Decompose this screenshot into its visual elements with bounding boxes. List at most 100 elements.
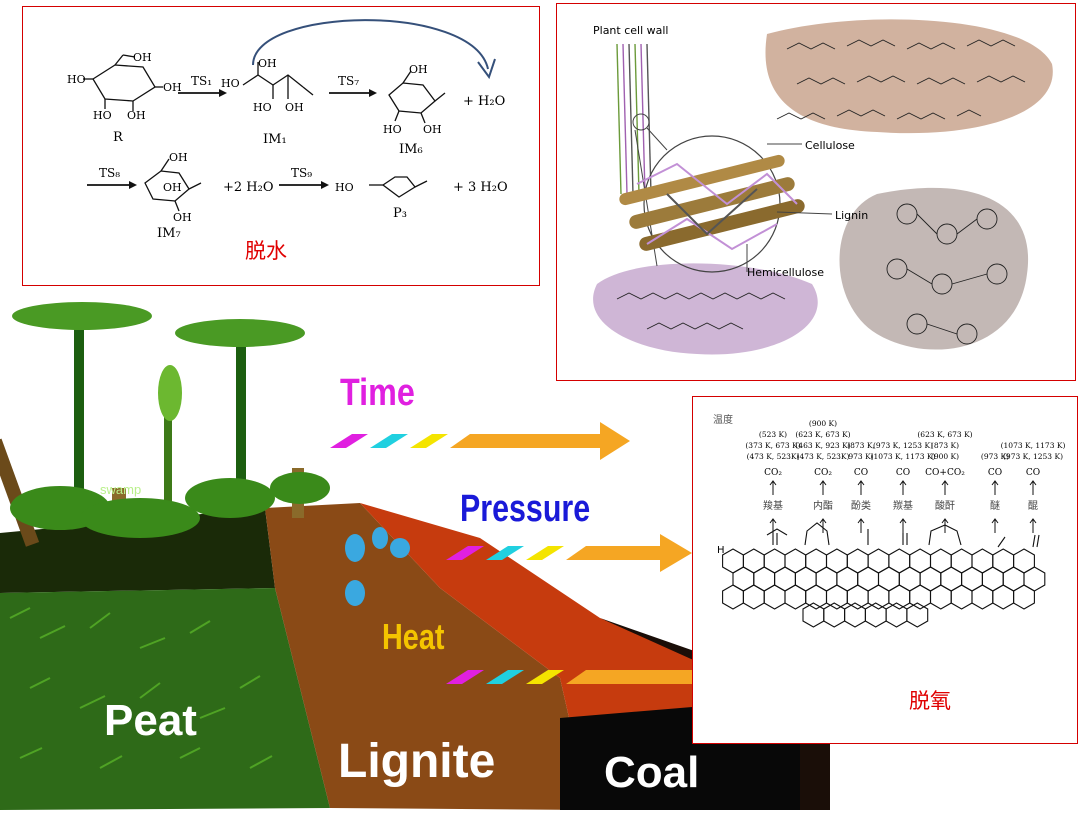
water-2: +2 H₂O xyxy=(223,180,274,195)
temperature-value: 973 K) xyxy=(848,452,873,461)
aromatic-ring xyxy=(929,584,952,610)
released-gas: CO₂ xyxy=(814,468,832,478)
lignite-layer xyxy=(265,503,590,810)
functional-group-name: 羰基 xyxy=(893,499,913,512)
temperature-value: (900 K) xyxy=(931,452,959,461)
cell-wall-diagram: Plant cell wall xyxy=(593,19,1053,355)
oxygen-groups xyxy=(766,522,1040,548)
deoxygenation-title: 脱氧 xyxy=(909,689,951,713)
aromatic-ring xyxy=(784,584,807,610)
temperature-value: (473 K, 523K) xyxy=(797,452,850,461)
p3-label: P₃ xyxy=(393,206,407,221)
im6-oh: OH xyxy=(423,123,442,136)
hmf-structure xyxy=(369,176,428,198)
cell-wall-fibers xyxy=(616,43,652,195)
group-arrow xyxy=(991,518,999,533)
ts1-label: TS₁ xyxy=(191,74,212,88)
aromatic-ring xyxy=(992,584,1015,610)
reactant-label: R xyxy=(113,130,124,145)
group-arrow xyxy=(899,518,907,533)
ts8-label: TS₈ xyxy=(99,166,120,180)
im6-ho: HO xyxy=(383,123,402,136)
r-oh-top: OH xyxy=(133,51,152,64)
temperature-label: 温度 xyxy=(713,415,733,426)
aromatic-ring xyxy=(742,584,765,610)
aromatic-ring xyxy=(950,584,973,610)
release-arrow xyxy=(1029,480,1037,495)
temperature-value: (873 K, xyxy=(847,441,875,450)
ferns xyxy=(10,472,330,538)
functional-group-name: 酸酐 xyxy=(935,499,955,512)
r-oh-right: OH xyxy=(163,81,182,94)
r-ho-left: HO xyxy=(67,73,86,86)
im7-oh-mid: OH xyxy=(163,181,182,194)
im6-oh-top: OH xyxy=(409,63,428,76)
group-arrow xyxy=(941,518,949,533)
im1-label: IM₁ xyxy=(263,132,287,147)
temperature-value: (523 K) xyxy=(759,430,787,439)
heat-arrow xyxy=(446,658,730,696)
curved-arrow xyxy=(252,19,489,70)
plant-cell-wall-label: Plant cell wall xyxy=(593,24,669,37)
temperature-value: (873 K) xyxy=(931,441,959,450)
im1-ho-left: HO xyxy=(221,77,240,90)
aromatic-ring xyxy=(885,602,908,628)
im7-oh-top: OH xyxy=(169,151,188,164)
swamp-label: swamp xyxy=(100,482,142,497)
im6-structure xyxy=(388,70,446,124)
coal-layer-top xyxy=(600,618,830,810)
temperature-value: (1073 K, 1173 K) xyxy=(871,452,936,461)
temperature-value: (973 K, 1253 K) xyxy=(873,441,933,450)
temperature-value: (623 K, 673 K) xyxy=(795,430,850,439)
released-gas: CO xyxy=(896,468,910,478)
aromatic-ring xyxy=(971,584,994,610)
peat-layer xyxy=(0,588,330,810)
functional-group-columns: (523 K)(373 K, 673 K)(473 K, 523K)CO₂羧基(… xyxy=(745,419,1065,533)
released-gas: CO xyxy=(854,468,868,478)
released-gas: CO₂ xyxy=(764,468,782,478)
cell-wall-panel: Plant cell wall xyxy=(556,3,1076,381)
r-oh-bottom: OH xyxy=(127,109,146,122)
pressure-arrow xyxy=(446,534,692,572)
hemicellulose-molecules xyxy=(616,292,786,330)
cellulose-blob xyxy=(765,19,1053,134)
im7-label: IM₇ xyxy=(157,226,181,241)
group-arrow xyxy=(1029,518,1037,533)
group-arrow xyxy=(857,518,865,533)
hemicellulose-blob xyxy=(593,263,818,355)
aromatic-ring xyxy=(906,602,929,628)
water-3: + 3 H₂O xyxy=(453,180,508,195)
im7-oh-bottom: OH xyxy=(173,211,192,224)
release-arrow xyxy=(991,480,999,495)
carbon-lattice xyxy=(722,548,1046,628)
lignin-blob xyxy=(839,187,1029,350)
cellulose-molecules xyxy=(776,39,1026,120)
deoxygenation-panel: 温度 (523 K)(373 K, 673 K)(473 K, 523K)CO₂… xyxy=(692,396,1078,744)
functional-group-name: 醌 xyxy=(1028,500,1038,512)
im6-label: IM₆ xyxy=(399,142,423,157)
zoom-origin-circle xyxy=(632,113,650,131)
aromatic-ring xyxy=(802,602,825,628)
time-arrow xyxy=(330,422,630,460)
dehydration-panel: OH OH HO HO OH R TS₁ OH HO HO OH IM₁ TS₇ xyxy=(22,6,540,286)
released-gas: CO xyxy=(1026,468,1040,478)
aromatic-ring xyxy=(823,602,846,628)
microfibrils xyxy=(619,154,805,251)
ts9-label: TS₉ xyxy=(291,166,312,180)
time-label: Time xyxy=(340,372,415,414)
p3-ho: HO xyxy=(335,181,354,194)
coal-formation-illustration xyxy=(0,302,830,810)
release-arrow xyxy=(941,480,949,495)
functional-group-name: 醚 xyxy=(990,499,1000,512)
peat-texture xyxy=(9,607,273,769)
lignite-label: Lignite xyxy=(338,735,496,788)
coal-label: Coal xyxy=(604,748,700,797)
release-arrow xyxy=(769,480,777,495)
aromatic-ring xyxy=(1013,584,1035,610)
aromatic-ring xyxy=(763,584,786,610)
release-arrow xyxy=(899,480,907,495)
aromatic-ring xyxy=(722,584,744,610)
im1-oh-top: OH xyxy=(258,57,277,70)
temperature-value: (1073 K, 1173 K) xyxy=(1001,441,1066,450)
im7-structure xyxy=(144,158,202,212)
